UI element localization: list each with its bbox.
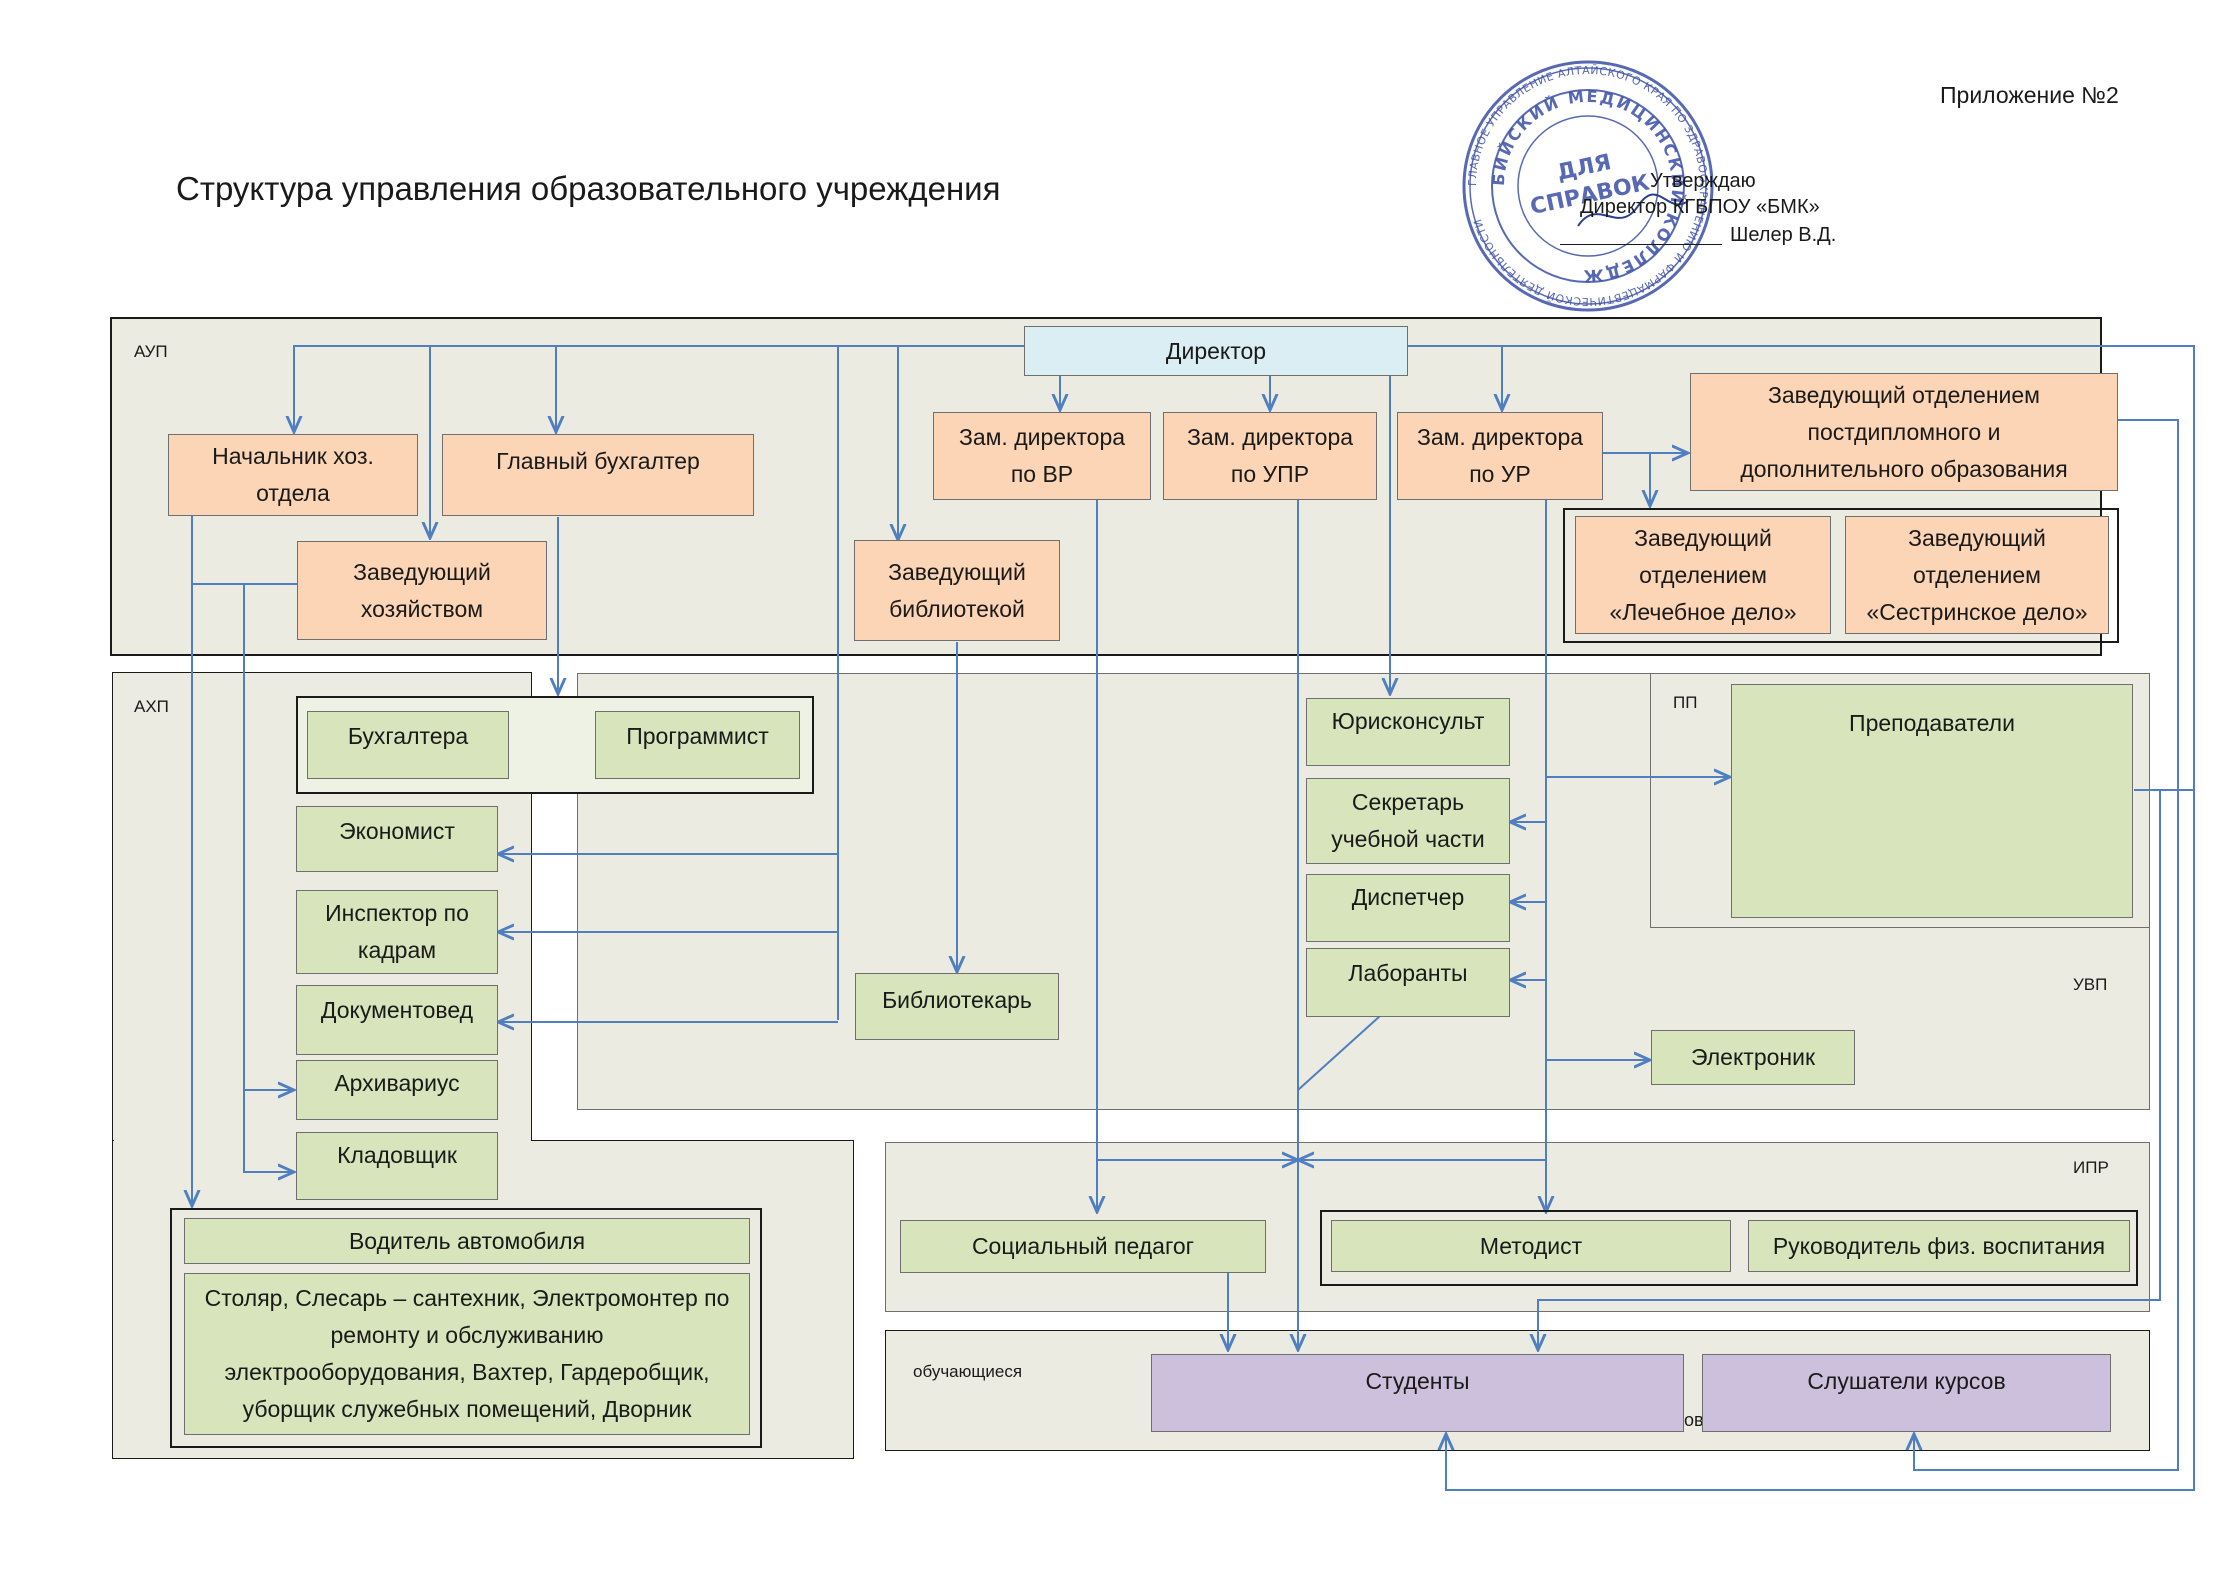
page-title: Структура управления образовательного уч… bbox=[176, 170, 1001, 207]
box-course-listeners: Слушатели курсов bbox=[1702, 1354, 2111, 1432]
signature-icon bbox=[1577, 193, 1689, 227]
box-head-nursing: Заведующий отделением «Сестринское дело» bbox=[1845, 516, 2109, 634]
box-head-household: Заведующий хозяйством bbox=[297, 541, 547, 640]
box-archivist: Архивариус bbox=[296, 1060, 498, 1120]
group-department-heads bbox=[1563, 508, 2119, 643]
box-dispatcher: Диспетчер bbox=[1306, 874, 1510, 942]
region-ipr-label: ИПР bbox=[2073, 1158, 2109, 1177]
box-secretary: Секретарь учебной части bbox=[1306, 778, 1510, 864]
box-teachers: Преподаватели bbox=[1731, 684, 2133, 918]
approve-line-1: Утверждаю bbox=[1650, 170, 1756, 192]
box-deputy-upr: Зам. директора по УПР bbox=[1163, 412, 1377, 500]
appendix-label: Приложение №2 bbox=[1940, 82, 2119, 108]
box-director: Директор bbox=[1024, 326, 1408, 376]
box-accountants: Бухгалтера bbox=[307, 711, 509, 779]
box-document-specialist: Документовед bbox=[296, 985, 498, 1055]
box-workers: Столяр, Слесарь – сантехник, Электромонт… bbox=[184, 1273, 750, 1435]
box-pe-head: Руководитель физ. воспитания bbox=[1748, 1220, 2130, 1272]
box-head-household-dept: Начальник хоз. отдела bbox=[168, 434, 418, 516]
box-programmer: Программист bbox=[595, 711, 800, 779]
region-uvp-label: УВП bbox=[2073, 975, 2108, 994]
box-librarian: Библиотекарь bbox=[855, 973, 1059, 1040]
box-social-pedagogue: Социальный педагог bbox=[900, 1220, 1266, 1273]
box-lab-assistants: Лаборанты bbox=[1306, 948, 1510, 1017]
box-storekeeper: Кладовщик bbox=[296, 1132, 498, 1200]
box-head-postgrad: Заведующий отделением постдипломного и д… bbox=[1690, 373, 2118, 491]
box-chief-accountant: Главный бухгалтер bbox=[442, 434, 754, 516]
approve-line-2: Директор КГБПОУ «БМК» bbox=[1580, 196, 1820, 218]
box-deputy-ur: Зам. директора по УР bbox=[1397, 412, 1603, 500]
region-ahp-label: АХП bbox=[134, 697, 169, 716]
box-driver: Водитель автомобиля bbox=[184, 1218, 750, 1264]
signature-line bbox=[1560, 244, 1722, 245]
seal-stamp-icon: ГЛАВНОЕ УПРАВЛЕНИЕ АЛТАЙСКОГО КРАЯ ПО ЗД… bbox=[1462, 60, 1714, 312]
box-electronics: Электроник bbox=[1651, 1030, 1855, 1085]
box-head-library: Заведующий библиотекой bbox=[854, 540, 1060, 641]
box-economist: Экономист bbox=[296, 806, 498, 872]
region-pp-label: ПП bbox=[1673, 693, 1698, 712]
box-students: Студенты bbox=[1151, 1354, 1684, 1432]
box-legal: Юрисконсульт bbox=[1306, 698, 1510, 766]
region-students-label: обучающиеся bbox=[913, 1362, 1023, 1381]
box-head-medical: Заведующий отделением «Лечебное дело» bbox=[1575, 516, 1831, 634]
region-aup-label: АУП bbox=[134, 342, 168, 361]
box-methodist: Методист bbox=[1331, 1220, 1731, 1272]
box-hr-inspector: Инспектор по кадрам bbox=[296, 890, 498, 974]
box-deputy-vr: Зам. директора по ВР bbox=[933, 412, 1151, 500]
approve-line-3: Шелер В.Д. bbox=[1730, 224, 1837, 246]
group-workers bbox=[170, 1208, 762, 1448]
group-methodology bbox=[1320, 1210, 2138, 1286]
